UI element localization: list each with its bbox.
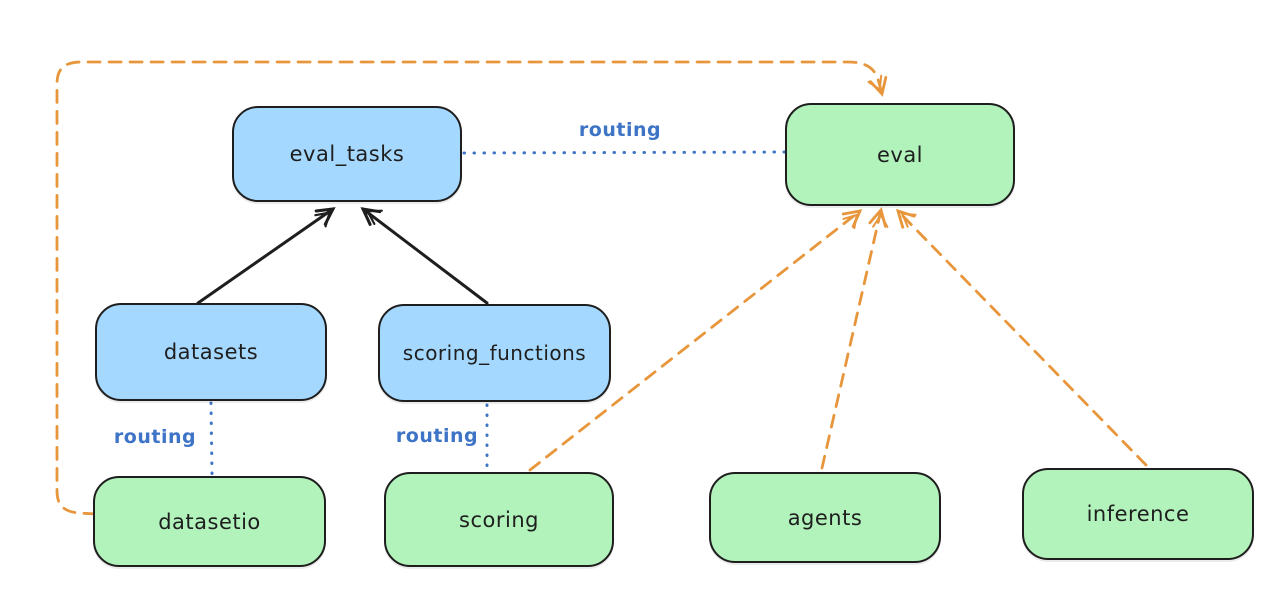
edge-datasets-to-eval-tasks (196, 207, 336, 305)
edge-agents-to-eval (820, 207, 889, 470)
edge-scoring-functions-to-eval-tasks (360, 207, 489, 305)
node-agents-label: agents (787, 505, 863, 530)
routing-label-eval-tasks-eval: routing (578, 119, 662, 141)
node-datasetio: datasetio (93, 476, 326, 567)
node-inference: inference (1022, 468, 1254, 560)
node-scoring: scoring (384, 472, 614, 567)
edge-eval-tasks-to-eval (462, 150, 787, 155)
node-scoring-label: scoring (459, 507, 539, 532)
edge-inference-to-eval (895, 208, 1148, 467)
edge-scoring-to-eval (528, 209, 863, 472)
edge-datasetio-to-eval (55, 60, 888, 516)
node-inference-label: inference (1086, 502, 1190, 526)
node-eval: eval (785, 103, 1015, 206)
node-eval-tasks-label: eval_tasks (289, 142, 405, 166)
node-scoring-functions-label: scoring_functions (402, 341, 587, 365)
node-datasetio-label: datasetio (158, 509, 261, 534)
edge-datasets-to-datasetio (209, 401, 214, 476)
node-datasets-label: datasets (163, 340, 259, 364)
routing-label-scoring-functions-scoring: routing (395, 425, 479, 447)
node-eval-tasks: eval_tasks (232, 106, 462, 202)
node-scoring-functions: scoring_functions (378, 304, 611, 402)
node-datasets: datasets (95, 303, 327, 401)
node-eval-label: eval (876, 142, 924, 167)
routing-label-datasets-datasetio: routing (113, 426, 197, 448)
node-agents: agents (709, 472, 941, 563)
